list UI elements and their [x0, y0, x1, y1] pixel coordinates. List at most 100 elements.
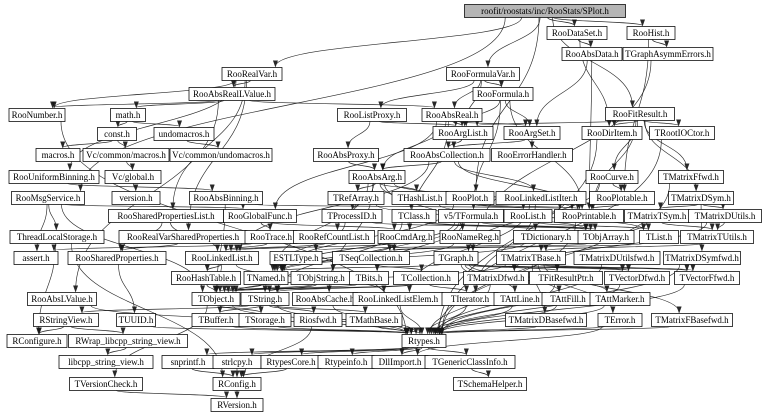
graph-node-tmathbase[interactable]: TMathBase.h	[345, 313, 403, 327]
graph-node-tgraphasymmerrors[interactable]: TGraphAsymmErrors.h	[622, 47, 714, 61]
graph-node-tmatrixdutils[interactable]: TMatrixDUtils.h	[688, 209, 762, 223]
node-box[interactable]	[554, 209, 624, 223]
node-box[interactable]	[82, 148, 170, 162]
graph-node-tstorage[interactable]: TStorage.h	[238, 313, 292, 327]
graph-node-rooabsarg[interactable]: RooAbsArg.h	[348, 170, 406, 184]
graph-node-tbits[interactable]: TBits.h	[349, 271, 389, 285]
node-box[interactable]	[191, 292, 241, 306]
node-box[interactable]	[349, 271, 389, 285]
graph-node-roolinkedlistiter[interactable]: RooLinkedListIter.h	[495, 191, 587, 205]
graph-node-math[interactable]: math.h	[110, 108, 146, 122]
graph-node-roosharedpropertieslist[interactable]: RooSharedPropertiesList.h	[108, 209, 224, 223]
graph-node-rooplotable[interactable]: RooPlotable.h	[589, 191, 655, 205]
graph-node-terror[interactable]: TError.h	[597, 313, 643, 327]
graph-node-tmatrixtsym[interactable]: TMatrixTSym.h	[624, 209, 690, 223]
graph-node-roohist[interactable]: RooHist.h	[626, 26, 676, 40]
node-box[interactable]	[58, 355, 154, 369]
node-box[interactable]	[577, 230, 635, 244]
graph-node-tattline[interactable]: TAttLine.h	[493, 292, 547, 306]
graph-node-roodataset[interactable]: RooDataSet.h	[546, 26, 608, 40]
node-box[interactable]	[446, 67, 520, 81]
graph-node-tbuffer[interactable]: TBuffer.h	[191, 313, 241, 327]
graph-node-roolinkedlist[interactable]: RooLinkedList.h	[185, 251, 259, 265]
graph-node-tvectorffwd[interactable]: TVectorFfwd.h	[674, 271, 740, 285]
node-box[interactable]	[321, 209, 383, 223]
graph-node-macros[interactable]: macros.h	[35, 148, 81, 162]
graph-node-roouniformbinning[interactable]: RooUniformBinning.h	[8, 170, 100, 184]
graph-node-rconfig[interactable]: RConfig.h	[212, 377, 262, 391]
node-box[interactable]	[581, 126, 643, 140]
node-box[interactable]	[243, 271, 289, 285]
graph-node-rooerrorhandler[interactable]: RooErrorHandler.h	[491, 148, 573, 162]
node-box[interactable]	[505, 313, 587, 327]
graph-node-vcmacros[interactable]: Vc/common/macros.h	[82, 148, 170, 162]
graph-node-tobjstring[interactable]: TObjString.h	[290, 271, 352, 285]
node-box[interactable]	[438, 209, 504, 223]
node-box[interactable]	[529, 271, 603, 285]
node-box[interactable]	[626, 26, 676, 40]
node-box[interactable]	[463, 271, 529, 285]
node-box[interactable]	[348, 170, 406, 184]
root-node-box[interactable]	[464, 4, 626, 18]
graph-node-rtypeinfo[interactable]: Rtypeinfo.h	[317, 355, 375, 369]
graph-node-tversioncheck[interactable]: TVersionCheck.h	[69, 377, 143, 391]
node-box[interactable]	[69, 377, 143, 391]
node-box[interactable]	[223, 209, 297, 223]
graph-node-tgenericclassinfo[interactable]: TGenericClassInfo.h	[424, 355, 516, 369]
node-box[interactable]	[421, 108, 483, 122]
node-box[interactable]	[68, 334, 188, 348]
node-box[interactable]	[604, 271, 670, 285]
graph-node-rooabsproxy[interactable]: RooAbsProxy.h	[313, 148, 379, 162]
graph-node-rooabscollection[interactable]: RooAbsCollection.h	[403, 148, 491, 162]
graph-node-estltype[interactable]: ESTLType.h	[269, 251, 323, 265]
node-box[interactable]	[439, 230, 501, 244]
graph-node-tprocessid[interactable]: TProcessID.h	[321, 209, 383, 223]
node-box[interactable]	[9, 230, 105, 244]
node-box[interactable]	[658, 170, 724, 184]
node-box[interactable]	[561, 47, 623, 61]
graph-node-rooabsreal[interactable]: RooAbsReal.h	[421, 108, 483, 122]
node-box[interactable]	[651, 313, 733, 327]
graph-node-tschemahelper[interactable]: TSchemaHelper.h	[453, 377, 527, 391]
node-box[interactable]	[337, 108, 407, 122]
graph-node-tmatrixdsymfwd[interactable]: TMatrixDSymfwd.h	[663, 251, 741, 265]
node-box[interactable]	[589, 191, 655, 205]
graph-node-roolist[interactable]: RooList.h	[503, 209, 553, 223]
node-box[interactable]	[668, 191, 734, 205]
graph-node-riosfwd[interactable]: Riosfwd.h	[293, 313, 343, 327]
graph-node-tclass[interactable]: TClass.h	[391, 209, 437, 223]
graph-node-snprintf[interactable]: snprintf.h	[161, 355, 215, 369]
graph-node-roomsgservice[interactable]: RooMsgService.h	[11, 191, 85, 205]
graph-node-roolinkedlistelem[interactable]: RooLinkedListElem.h	[352, 292, 444, 306]
node-box[interactable]	[546, 26, 608, 40]
graph-node-tstring[interactable]: TString.h	[240, 292, 290, 306]
graph-node-rooabsreallvalue[interactable]: RooAbsRealLValue.h	[188, 87, 276, 101]
node-box[interactable]	[110, 108, 146, 122]
graph-node-rtypescore[interactable]: RtypesCore.h	[260, 355, 322, 369]
graph-node-roocmdarg[interactable]: RooCmdArg.h	[377, 230, 435, 244]
graph-node-rooprintable[interactable]: RooPrintable.h	[554, 209, 624, 223]
graph-node-roorealvarsharedproperties[interactable]: RooRealVarSharedProperties.h	[118, 230, 248, 244]
graph-node-libcpp[interactable]: libcpp_string_view.h	[58, 355, 154, 369]
node-box[interactable]	[327, 191, 385, 205]
node-box[interactable]	[453, 377, 527, 391]
node-box[interactable]	[313, 148, 379, 162]
graph-node-vcglobal[interactable]: Vc/global.h	[104, 170, 162, 184]
graph-node-rtypes[interactable]: Rtypes.h	[401, 334, 447, 348]
graph-node-rstringview[interactable]: RStringView.h	[33, 313, 99, 327]
graph-node-rconfigure[interactable]: RConfigure.h	[6, 334, 68, 348]
graph-node-rooplot[interactable]: RooPlot.h	[445, 191, 495, 205]
graph-node-v5tformula[interactable]: v5/TFormula.h	[438, 209, 504, 223]
graph-node-trefarray[interactable]: TRefArray.h	[327, 191, 385, 205]
node-box[interactable]	[153, 127, 215, 141]
node-box[interactable]	[104, 170, 162, 184]
graph-node-rooabsbinning[interactable]: RooAbsBinning.h	[189, 191, 263, 205]
graph-node-tattfill[interactable]: TAttFill.h	[541, 292, 595, 306]
node-box[interactable]	[27, 292, 97, 306]
graph-node-tmatrixdutilsfwd[interactable]: TMatrixDUtilsfwd.h	[573, 251, 661, 265]
node-box[interactable]	[605, 107, 675, 121]
graph-node-titerator[interactable]: TIterator.h	[441, 292, 499, 306]
graph-node-version[interactable]: version.h	[111, 191, 161, 205]
node-box[interactable]	[472, 87, 534, 101]
node-box[interactable]	[116, 313, 156, 327]
